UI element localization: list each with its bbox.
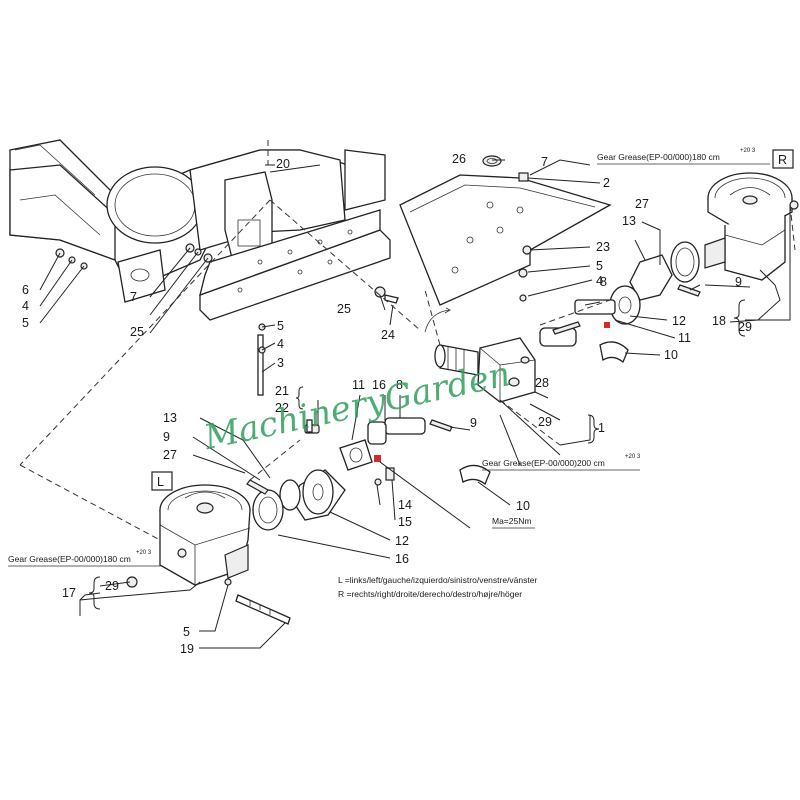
right-coupling — [539, 241, 701, 364]
brace-1 — [587, 414, 600, 444]
callout-8-left: 8 — [396, 378, 403, 392]
callout-29-right: 29 — [738, 320, 752, 334]
left-gearbox — [126, 484, 251, 588]
callout-4-bolt: 4 — [277, 337, 284, 351]
callout-numbers: 20 26 7 2 23 5 4 27 13 8 9 12 18 29 11 1… — [22, 152, 752, 656]
callout-14: 14 — [398, 498, 412, 512]
callout-11-right: 11 — [678, 331, 691, 345]
callout-29-left: 29 — [105, 579, 119, 593]
callout-19: 19 — [180, 642, 194, 656]
callout-28: 28 — [535, 376, 549, 390]
brace-18 — [733, 299, 746, 337]
callout-24: 24 — [381, 328, 395, 342]
callout-18: 18 — [712, 314, 726, 328]
callout-3: 3 — [277, 356, 284, 370]
brace-17 — [88, 576, 101, 610]
callout-29-center: 29 — [538, 415, 552, 429]
bolt-19 — [224, 578, 291, 625]
leader-lines — [39, 159, 791, 649]
torque-note-text: Ma=25Nm — [492, 516, 531, 526]
grease-note-right-text: Gear Grease(EP-00/000)180 cm — [597, 152, 720, 162]
callout-16-bottom: 16 — [395, 552, 409, 566]
callout-10-left: 10 — [516, 499, 530, 513]
grease-note-right-sup: +20 3 — [740, 148, 756, 154]
right-gearbox — [704, 172, 799, 281]
callout-5-bottom: 5 — [183, 625, 190, 639]
grease-note-right: Gear Grease(EP-00/000)180 cm +20 3 — [597, 148, 770, 165]
callout-22: 22 — [275, 401, 289, 415]
side-label-left: L — [151, 471, 173, 491]
side-label-left-text: L — [157, 475, 164, 489]
cover-plate — [399, 155, 612, 306]
callout-23: 23 — [596, 240, 610, 254]
side-label-right-text: R — [778, 153, 787, 167]
grease-note-left: Gear Grease(EP-00/000)180 cm +20 3 — [8, 550, 162, 567]
callout-27-left: 27 — [163, 448, 177, 462]
callout-9-center: 9 — [470, 416, 477, 430]
grease-note-left-text: Gear Grease(EP-00/000)180 cm — [8, 554, 131, 564]
assembly-lines — [19, 140, 796, 541]
callout-21: 21 — [275, 384, 289, 398]
callout-6: 6 — [22, 283, 29, 297]
callout-9-left: 9 — [163, 430, 170, 444]
center-gearbox — [424, 307, 536, 403]
grease-note-center-sup: +20 3 — [625, 454, 641, 460]
callout-16-top: 16 — [372, 378, 386, 392]
callout-5-bolt: 5 — [277, 319, 284, 333]
callout-7-left: 7 — [130, 290, 137, 304]
mower-frame — [9, 139, 399, 321]
callout-9-right: 9 — [735, 275, 742, 289]
callout-2: 2 — [603, 176, 610, 190]
callout-10-right: 10 — [664, 348, 678, 362]
callout-12-right: 12 — [672, 314, 686, 328]
callout-26: 26 — [452, 152, 466, 166]
grease-note-center: Gear Grease(EP-00/000)200 cm +20 3 — [482, 454, 641, 471]
callout-8-right: 8 — [600, 275, 607, 289]
callout-20: 20 — [276, 157, 290, 171]
grease-note-left-sup: +20 3 — [136, 550, 152, 556]
callout-13-left: 13 — [163, 411, 177, 425]
callout-11-left: 11 — [352, 378, 365, 392]
callout-1: 1 — [598, 421, 605, 435]
callout-12-left: 12 — [395, 534, 409, 548]
side-label-right: R — [772, 149, 794, 169]
legend-right: R =rechts/right/droite/derecho/destro/hø… — [338, 589, 522, 599]
callout-13-right: 13 — [622, 214, 636, 228]
callout-5-cover: 5 — [596, 259, 603, 273]
callout-7-top: 7 — [541, 155, 548, 169]
callout-4-cover: 4 — [596, 274, 603, 288]
brace-21-22 — [295, 386, 304, 410]
grease-note-center-text: Gear Grease(EP-00/000)200 cm — [482, 458, 605, 468]
callout-25-right: 25 — [337, 302, 351, 316]
callout-5-left: 5 — [22, 316, 29, 330]
callout-25-left: 25 — [130, 325, 144, 339]
callout-17: 17 — [62, 586, 76, 600]
bolt-3 — [257, 323, 313, 433]
torque-note: Ma=25Nm — [492, 516, 535, 529]
legend-left: L =links/left/gauche/izquierdo/sinistro/… — [338, 575, 537, 585]
callout-4-left: 4 — [22, 299, 29, 313]
callout-27-right: 27 — [635, 197, 649, 211]
left-coupling — [246, 417, 491, 531]
callout-15: 15 — [398, 515, 412, 529]
